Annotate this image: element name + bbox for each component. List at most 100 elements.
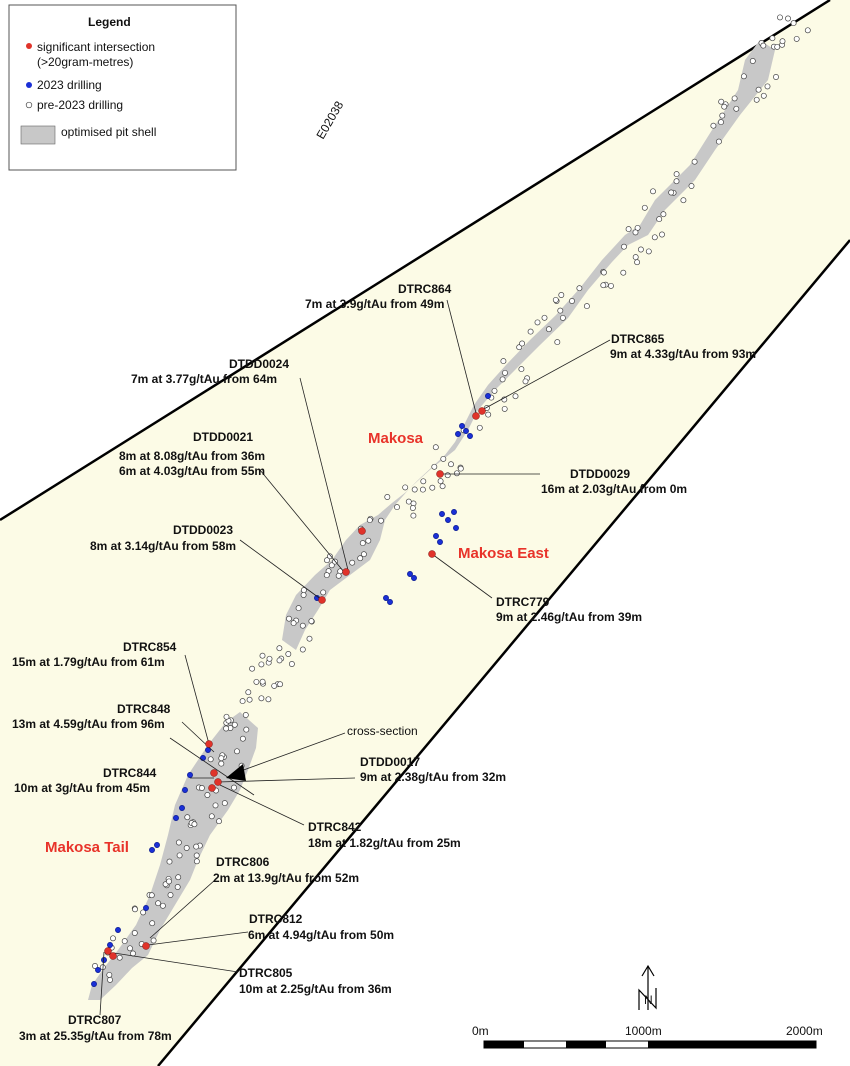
drillhole-2023 bbox=[95, 967, 101, 973]
drillhole-pre-2023 bbox=[718, 119, 724, 126]
drillhole-pre-2023 bbox=[485, 411, 492, 418]
intercept-dtrc864: 7m at 3.9g/tAu from 49m bbox=[305, 297, 444, 311]
drillhole-pre-2023 bbox=[286, 615, 292, 622]
drillhole-pre-2023 bbox=[92, 963, 98, 969]
drillhole-2023 bbox=[459, 423, 465, 429]
drillhole-pre-2023 bbox=[198, 785, 205, 791]
drillhole-pre-2023 bbox=[557, 307, 564, 314]
legend-blue-dot bbox=[26, 82, 32, 88]
drillhole-pre-2023 bbox=[360, 551, 367, 558]
cross-section-leader bbox=[237, 732, 346, 773]
drillhole-pre-2023 bbox=[378, 517, 384, 524]
drillhole-pre-2023 bbox=[453, 470, 460, 477]
drillhole-pre-2023 bbox=[357, 555, 364, 562]
drillhole-pre-2023 bbox=[634, 259, 641, 266]
intercept-dtdd0023: 8m at 3.14g/tAu from 58m bbox=[90, 539, 236, 553]
drillhole-2023 bbox=[411, 575, 417, 581]
drillhole-pre-2023 bbox=[569, 298, 575, 304]
tenement-boundary-upper bbox=[0, 0, 831, 522]
cross-section-label: cross-section bbox=[347, 724, 418, 738]
intercept-dtrc865: 9m at 4.33g/tAu from 93m bbox=[610, 347, 756, 361]
drillhole-pre-2023 bbox=[437, 478, 444, 485]
north-arrow-icon bbox=[638, 964, 657, 1010]
drillhole-pre-2023 bbox=[402, 484, 409, 491]
drillhole-pre-2023 bbox=[231, 721, 238, 728]
drillhole-pre-2023 bbox=[127, 945, 133, 952]
scale-label-1000: 1000m bbox=[625, 1024, 662, 1038]
drillhole-pre-2023 bbox=[159, 902, 166, 909]
place-makosa-east: Makosa East bbox=[458, 545, 549, 562]
hole-label-dtdd0024: DTDD0024 bbox=[229, 357, 289, 371]
hole-label-dtrc807: DTRC807 bbox=[68, 1013, 122, 1027]
drillhole-pre-2023 bbox=[290, 620, 297, 627]
drillhole-pre-2023 bbox=[439, 483, 446, 490]
intercept-dtdd0029: 16m at 2.03g/tAu from 0m bbox=[541, 482, 687, 496]
north-label: N bbox=[644, 993, 653, 1007]
drillhole-pre-2023 bbox=[554, 339, 561, 346]
drillhole-pre-2023 bbox=[733, 105, 740, 112]
drillhole-2023 bbox=[445, 517, 451, 523]
drillhole-pre-2023 bbox=[410, 512, 417, 519]
drillhole-2023 bbox=[383, 595, 389, 601]
drillhole-pre-2023 bbox=[769, 35, 776, 42]
drillhole-pre-2023 bbox=[245, 689, 252, 696]
drillhole-pre-2023 bbox=[218, 760, 225, 767]
intercept-dtrc848: 13m at 4.59g/tAu from 96m bbox=[12, 717, 165, 731]
drillhole-pre-2023 bbox=[191, 821, 198, 828]
place-makosa-tail: Makosa Tail bbox=[45, 839, 129, 856]
hole-label-dtrc844: DTRC844 bbox=[103, 766, 157, 780]
drillhole-pre-2023 bbox=[512, 393, 519, 400]
drillhole-pre-2023 bbox=[448, 461, 454, 468]
drillhole-pre-2023 bbox=[324, 557, 330, 564]
drillhole-pre-2023 bbox=[764, 83, 771, 90]
drillhole-pre-2023 bbox=[688, 183, 695, 189]
drillhole-pre-2023 bbox=[522, 378, 529, 385]
drillhole-2023 bbox=[439, 511, 445, 517]
hole-label-dtrc848: DTRC848 bbox=[117, 702, 171, 716]
drillhole-pre-2023 bbox=[300, 587, 307, 594]
drillhole-pre-2023 bbox=[779, 38, 786, 45]
drillhole-2023 bbox=[149, 847, 155, 853]
drillhole-pre-2023 bbox=[239, 698, 246, 705]
drillhole-pre-2023 bbox=[420, 478, 427, 485]
drillhole-pre-2023 bbox=[131, 930, 138, 936]
drillhole-pre-2023 bbox=[218, 755, 225, 762]
scale-label-0: 0m bbox=[472, 1024, 489, 1038]
drillhole-2023 bbox=[143, 905, 149, 911]
drillhole-pre-2023 bbox=[651, 234, 658, 241]
drillhole-2023 bbox=[115, 927, 121, 933]
drillhole-pre-2023 bbox=[253, 678, 260, 685]
drillhole-pre-2023 bbox=[583, 303, 590, 310]
intercept-dtrc844: 10m at 3g/tAu from 45m bbox=[14, 781, 150, 795]
drillhole-pre-2023 bbox=[718, 98, 725, 105]
drillhole-pre-2023 bbox=[216, 818, 222, 825]
drillhole-pre-2023 bbox=[246, 696, 253, 703]
drillhole-pre-2023 bbox=[221, 800, 228, 807]
drillhole-pre-2023 bbox=[502, 369, 508, 376]
drillhole-pre-2023 bbox=[559, 314, 566, 321]
legend-pit-swatch bbox=[20, 125, 56, 145]
intercept-dtrc842: 18m at 1.82g/tAu from 25m bbox=[308, 836, 461, 850]
hole-label-dtrc865: DTRC865 bbox=[611, 332, 665, 346]
drillhole-pre-2023 bbox=[323, 572, 330, 579]
drillhole-pre-2023 bbox=[299, 622, 306, 629]
drillhole-pre-2023 bbox=[608, 282, 614, 289]
legend-item-pit: optimised pit shell bbox=[61, 125, 156, 139]
pit-shell-north bbox=[282, 40, 775, 650]
drillhole-pre-2023 bbox=[204, 792, 211, 798]
drillhole-pre-2023 bbox=[431, 463, 438, 470]
drillhole-pre-2023 bbox=[419, 486, 426, 493]
intercept-dtdd0021-1: 8m at 8.08g/tAu from 36m bbox=[119, 449, 265, 463]
drillhole-pre-2023 bbox=[193, 858, 200, 865]
intercept-dtdd0021-2: 6m at 4.03g/tAu from 55m bbox=[119, 464, 265, 478]
scale-bar bbox=[483, 1040, 817, 1049]
drillhole-pre-2023 bbox=[193, 852, 200, 859]
leader-lines bbox=[99, 299, 611, 1016]
drillhole-pre-2023 bbox=[621, 243, 627, 250]
drillhole-pre-2023 bbox=[411, 486, 418, 493]
drillhole-pre-2023 bbox=[760, 42, 767, 49]
drillhole-pre-2023 bbox=[691, 158, 698, 165]
intercept-dtrc854: 15m at 1.79g/tAu from 61m bbox=[12, 655, 165, 669]
drillhole-pre-2023 bbox=[715, 138, 722, 145]
drillhole-pre-2023 bbox=[804, 27, 811, 34]
